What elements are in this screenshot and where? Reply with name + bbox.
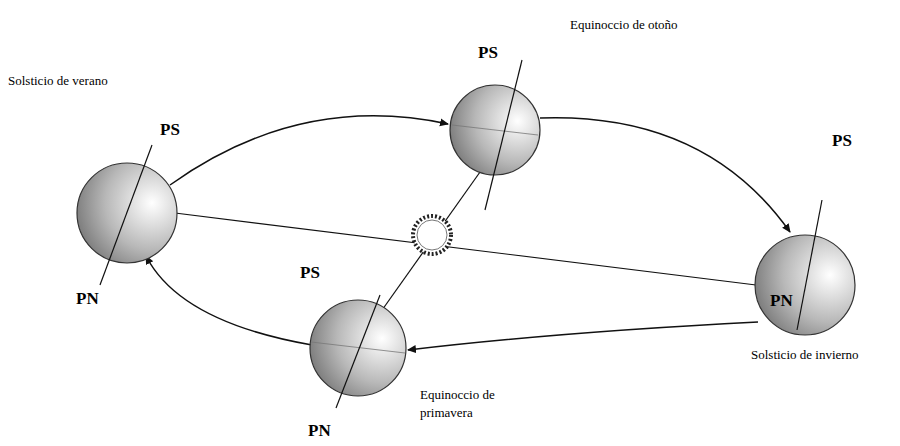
equator-line: [452, 125, 538, 135]
pole-label: PN: [770, 292, 793, 311]
orbit-arc: [540, 118, 790, 232]
earth-globe: [310, 300, 406, 396]
season-label: Equinoccio de primavera: [420, 386, 530, 421]
solstice-line: [175, 213, 756, 285]
season-label: Solsticio de verano: [8, 72, 128, 90]
orbit-arc: [170, 116, 448, 185]
earth-axis: [336, 295, 380, 408]
equinox-line: [375, 165, 485, 320]
earth-axis: [100, 145, 152, 285]
orbit-arc: [408, 322, 758, 350]
sun-symbol: [413, 216, 451, 254]
earth-globe: [755, 235, 855, 335]
pole-label: PS: [832, 132, 852, 151]
pole-label: PN: [76, 290, 99, 309]
sun-symbol: [417, 220, 447, 250]
season-label: Solsticio de invierno: [751, 346, 896, 364]
season-label: Equinoccio de otoño: [570, 16, 700, 34]
pole-label: PS: [300, 264, 320, 283]
pole-label: PS: [478, 44, 498, 63]
earth-axis: [485, 60, 522, 210]
orbit-arc: [146, 256, 312, 345]
earth-globe: [450, 85, 540, 175]
pole-label: PS: [160, 121, 180, 140]
earth-axis: [797, 200, 822, 330]
pole-label: PN: [308, 422, 331, 441]
